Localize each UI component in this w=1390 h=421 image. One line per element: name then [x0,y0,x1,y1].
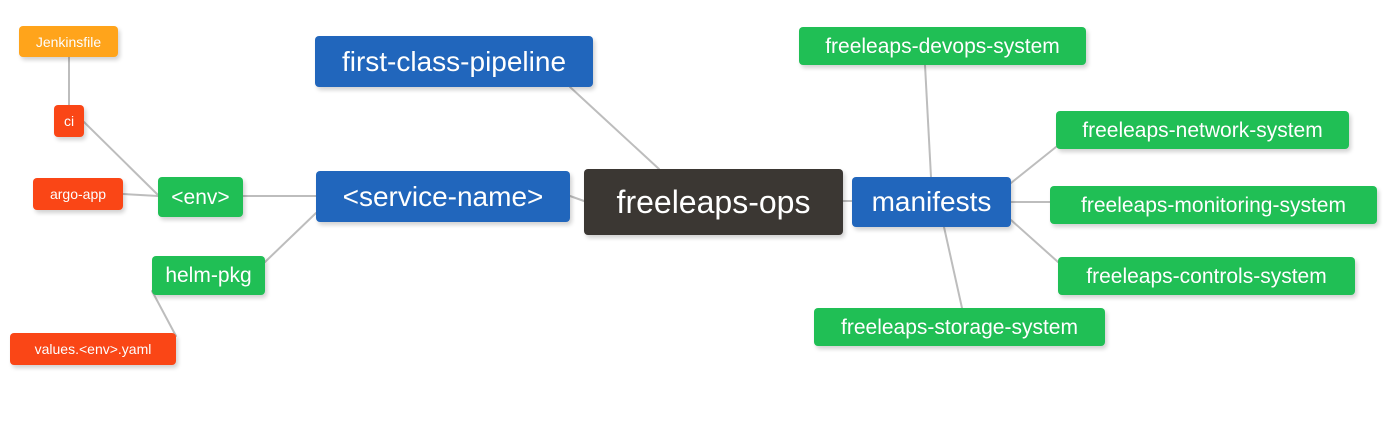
node-freeleaps-network-system[interactable]: freeleaps-network-system [1056,111,1349,149]
edge-first-class-pipeline-to-freeleaps-ops [569,86,660,170]
node-jenkinsfile[interactable]: Jenkinsfile [19,26,118,57]
node-helm-pkg[interactable]: helm-pkg [152,256,265,295]
node-ci[interactable]: ci [54,105,84,137]
node-freeleaps-controls-system[interactable]: freeleaps-controls-system [1058,257,1355,295]
node-values-yaml[interactable]: values.<env>.yaml [10,333,176,365]
node-manifests[interactable]: manifests [852,177,1011,227]
edge-manifests-to-freeleaps-network-system [1010,146,1057,184]
edge-service-name-to-freeleaps-ops [569,195,585,202]
node-freeleaps-monitoring-system[interactable]: freeleaps-monitoring-system [1050,186,1377,224]
edge-freeleaps-devops-system-to-manifests [924,64,932,178]
edge-service-name-to-helm-pkg [264,212,317,263]
edge-argo-app-to-env [122,193,159,197]
node-freeleaps-storage-system[interactable]: freeleaps-storage-system [814,308,1105,346]
node-env[interactable]: <env> [158,177,243,217]
node-freeleaps-ops[interactable]: freeleaps-ops [584,169,843,235]
node-argo-app[interactable]: argo-app [33,178,123,210]
edge-ci-to-env [83,121,159,196]
node-first-class-pipeline[interactable]: first-class-pipeline [315,36,593,87]
edge-manifests-to-freeleaps-storage-system [943,226,963,309]
node-freeleaps-devops-system[interactable]: freeleaps-devops-system [799,27,1086,65]
node-service-name[interactable]: <service-name> [316,171,570,222]
edge-manifests-to-freeleaps-controls-system [1010,219,1059,263]
edge-helm-pkg-to-values-yaml [151,290,177,337]
